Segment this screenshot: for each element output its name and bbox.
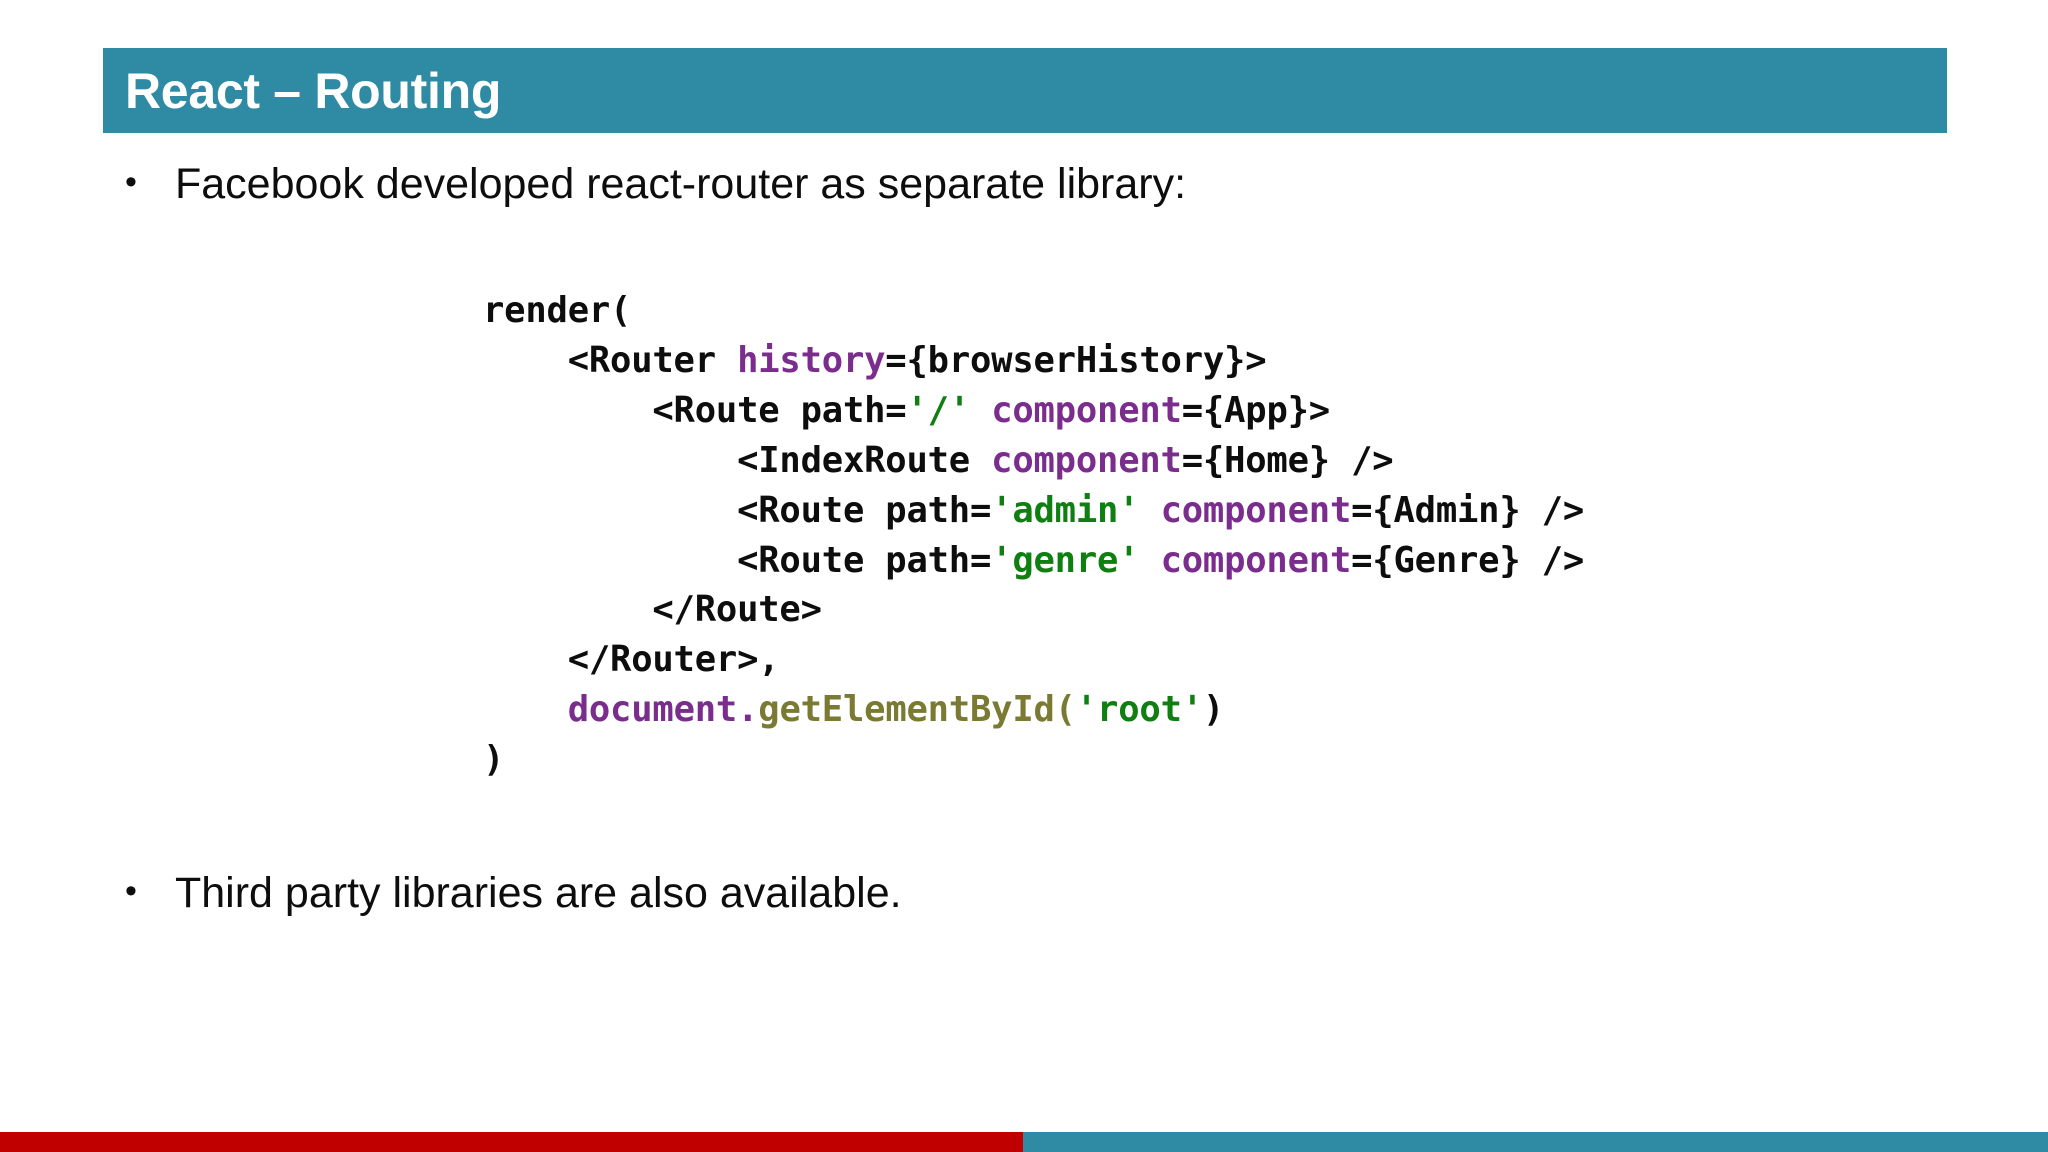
code-token-plain: ={Genre} /> xyxy=(1351,539,1585,581)
bullet-marker-icon: • xyxy=(125,871,137,910)
code-line-6: <Route path='genre' component={Genre} /> xyxy=(483,540,1584,581)
code-line-7: </Route> xyxy=(483,589,822,630)
bullet-marker-icon: • xyxy=(125,163,137,201)
code-line-10: ) xyxy=(483,739,504,780)
code-token-string: 'root' xyxy=(1075,689,1203,731)
code-token-plain: <IndexRoute xyxy=(483,439,992,481)
slide-body: • Facebook developed react-router as sep… xyxy=(103,160,1947,917)
code-token-plain xyxy=(483,689,568,730)
code-token-plain: <Route path= xyxy=(483,539,992,581)
code-line-2: <Router history={browserHistory}> xyxy=(483,340,1267,382)
code-token-plain: ={Admin} /> xyxy=(1351,489,1585,531)
code-token-attribute: component xyxy=(1160,539,1352,581)
code-line-9: document.getElementById('root') xyxy=(483,689,1225,731)
code-token-plain xyxy=(970,390,991,431)
code-token-plain: ={browserHistory}> xyxy=(885,340,1267,382)
bullet-text-2: Third party libraries are also available… xyxy=(175,868,902,917)
code-line-3: <Route path='/' component={App}> xyxy=(483,390,1330,431)
bullet-item-2: • Third party libraries are also availab… xyxy=(103,869,1947,917)
code-token-string: '/' xyxy=(906,389,970,431)
code-token-attribute: component xyxy=(1160,489,1352,531)
code-token-function: getElementById( xyxy=(758,689,1076,731)
code-token-attribute: history xyxy=(737,340,886,382)
slide-title-banner: React – Routing xyxy=(103,48,1947,133)
code-token-plain: <Route path= xyxy=(483,389,907,431)
code-token-plain xyxy=(1139,540,1160,581)
code-line-8: </Router>, xyxy=(483,639,780,681)
page-title: React – Routing xyxy=(125,62,502,119)
code-line-4: <IndexRoute component={Home} /> xyxy=(483,439,1394,481)
code-token-plain: ) xyxy=(1202,689,1225,731)
code-line-1: render( xyxy=(483,290,631,331)
code-token-plain: <Router xyxy=(483,340,738,382)
code-token-object: . xyxy=(737,689,759,731)
code-line-5: <Route path='admin' component={Admin} /> xyxy=(483,490,1584,531)
code-token-string: 'admin' xyxy=(991,489,1140,531)
code-token-attribute: component xyxy=(991,389,1182,431)
footer-bar-teal xyxy=(1023,1132,2048,1152)
code-token-attribute: component xyxy=(991,439,1182,481)
code-token-plain: </Router>, xyxy=(483,639,780,681)
code-token-plain: <Route path= xyxy=(483,489,992,531)
code-block: render( <Router history={browserHistory}… xyxy=(483,286,1947,785)
code-token-plain xyxy=(1139,490,1160,531)
code-token-plain: ) xyxy=(483,739,505,781)
footer-bar-red xyxy=(0,1132,1023,1152)
code-token-string: 'genre' xyxy=(991,539,1140,581)
code-token-plain: ={Home} /> xyxy=(1181,439,1394,481)
bullet-text-1: Facebook developed react-router as separ… xyxy=(175,160,1187,208)
code-token-plain: ={App}> xyxy=(1181,389,1330,431)
code-token-plain: render( xyxy=(483,290,632,332)
code-token-object: document xyxy=(567,689,738,731)
bullet-item-1: • Facebook developed react-router as sep… xyxy=(103,160,1947,208)
footer-accent-bar xyxy=(0,1132,2048,1152)
code-token-plain: </Route> xyxy=(483,589,822,631)
